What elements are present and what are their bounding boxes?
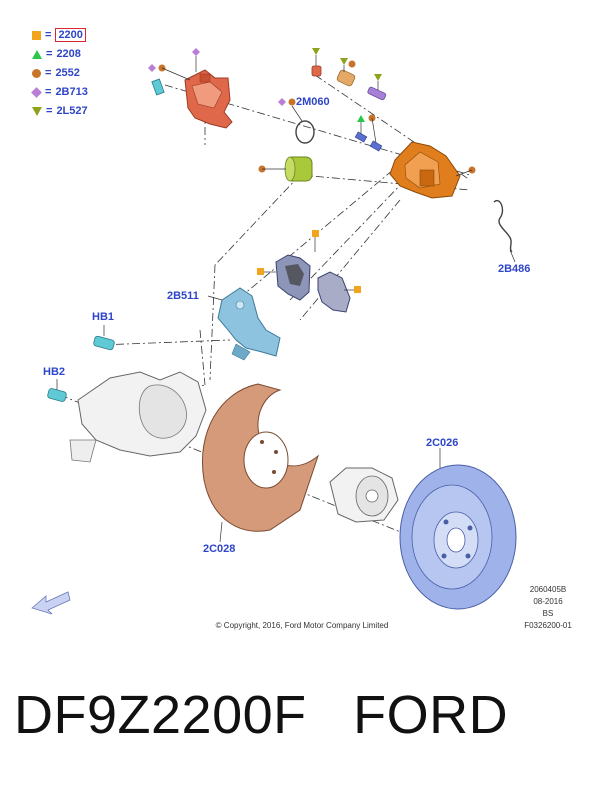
brand-name: FORD (353, 685, 509, 745)
steering-knuckle[interactable] (69, 371, 207, 463)
callout-2b486[interactable]: 2B486 (498, 263, 531, 275)
square-icon (354, 286, 361, 293)
brake-pad-inner[interactable] (275, 254, 311, 301)
callout-hb1[interactable]: HB1 (92, 311, 115, 323)
housing-bolt[interactable] (151, 78, 165, 96)
bleeder-screw[interactable] (311, 65, 387, 101)
legend-equals: = (45, 29, 52, 41)
square-icon (312, 230, 319, 237)
brake-caliper[interactable] (389, 141, 461, 199)
initials: BS (542, 609, 554, 618)
legend-item-2l527: = 2L527 (32, 105, 88, 117)
legend-equals: = (46, 48, 53, 60)
legend-item-2208: = 2208 (32, 48, 81, 60)
triangle-up-icon (32, 49, 42, 59)
bolt-hb1[interactable] (93, 335, 115, 351)
triangle-down-icon (374, 74, 382, 81)
legend-equals: = (46, 105, 53, 117)
bolt-hb2[interactable] (47, 388, 67, 402)
square-icon (257, 268, 264, 275)
back-arrow-icon[interactable] (31, 591, 71, 615)
callout-2c028[interactable]: 2C028 (203, 543, 236, 555)
legend-code-2208[interactable]: 2208 (56, 48, 81, 60)
copyright-notice: © Copyright, 2016, Ford Motor Company Li… (215, 621, 389, 630)
legend-equals: = (45, 86, 52, 98)
caliper-housing[interactable] (184, 69, 233, 129)
dust-shield[interactable] (202, 383, 320, 532)
figure-id: F0326200-01 (524, 621, 572, 630)
triangle-up-icon (357, 115, 365, 122)
callout-2c026[interactable]: 2C026 (426, 437, 459, 449)
legend-code-2552[interactable]: 2552 (55, 67, 80, 79)
legend-equals: = (45, 67, 52, 79)
revision-date: 08-2016 (533, 597, 563, 606)
diamond-icon (148, 64, 156, 72)
caliper-piston[interactable] (284, 156, 313, 182)
triangle-down-icon (32, 106, 42, 116)
wheel-hub[interactable] (329, 467, 399, 523)
triangle-down-icon (340, 58, 348, 65)
guide-pins[interactable] (354, 131, 383, 152)
brake-pad-outer[interactable] (317, 271, 351, 313)
caliper-bracket[interactable] (217, 287, 281, 361)
legend-code-2200[interactable]: 2200 (55, 28, 86, 42)
square-icon (32, 30, 41, 40)
callout-2m060[interactable]: 2M060 (296, 96, 330, 108)
diamond-icon (192, 48, 200, 56)
legend-item-2b713: = 2B713 (31, 86, 88, 98)
caption: DF9Z2200F FORD (14, 684, 508, 746)
brake-rotor[interactable] (399, 464, 517, 610)
circle-icon (32, 68, 41, 78)
marker-leaders (56, 55, 516, 543)
legend-code-2l527[interactable]: 2L527 (56, 105, 88, 117)
anti-rattle-spring[interactable] (493, 199, 513, 253)
triangle-down-icon (312, 48, 320, 55)
legend-code-2b713[interactable]: 2B713 (55, 86, 88, 98)
circle-icon (288, 98, 296, 106)
callout-2b511[interactable]: 2B511 (167, 290, 199, 302)
legend-item-2552: = 2552 (32, 67, 80, 79)
callout-hb2[interactable]: HB2 (43, 366, 66, 378)
legend-item-2200: = 2200 (32, 28, 86, 42)
part-number: DF9Z2200F (14, 685, 307, 745)
brake-exploded-diagram (31, 48, 517, 615)
circle-icon (348, 60, 356, 68)
ref-code: 2060405B (529, 585, 567, 594)
diamond-icon (278, 98, 286, 106)
o-ring[interactable] (295, 120, 315, 144)
